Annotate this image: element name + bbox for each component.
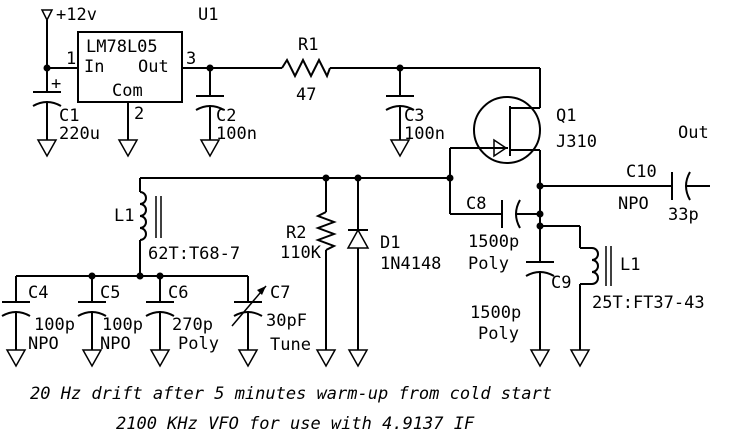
r1-resistor bbox=[210, 57, 400, 79]
ground-icon bbox=[117, 139, 139, 158]
c1-ref: C1 bbox=[59, 106, 79, 126]
ground-icon bbox=[347, 349, 369, 368]
r1-value: 47 bbox=[296, 85, 316, 105]
ground-icon bbox=[81, 349, 103, 368]
u1-part: LM78L05 bbox=[86, 37, 158, 57]
c9-type: Poly bbox=[478, 324, 519, 344]
c2-capacitor bbox=[195, 64, 225, 158]
c4-capacitor bbox=[1, 276, 31, 368]
c2-value: 100n bbox=[216, 124, 257, 144]
u1-pin3: 3 bbox=[186, 49, 196, 69]
u1-pin-out: Out bbox=[138, 57, 169, 77]
c5-ref: C5 bbox=[100, 283, 120, 303]
ground-icon bbox=[237, 349, 259, 368]
ground-icon bbox=[199, 139, 221, 158]
ground-icon bbox=[36, 139, 58, 158]
u1-pin-in: In bbox=[84, 57, 104, 77]
d1-part: 1N4148 bbox=[380, 254, 441, 274]
c10-ref: C10 bbox=[626, 162, 657, 182]
l1-tapped-inductor bbox=[569, 226, 612, 368]
c10-type: NPO bbox=[618, 194, 649, 214]
c2-ref: C2 bbox=[216, 106, 236, 126]
q1-jfet bbox=[400, 67, 541, 186]
c9-value: 1500p bbox=[470, 303, 521, 323]
c1-capacitor bbox=[32, 68, 62, 158]
q1-ref: Q1 bbox=[556, 106, 576, 126]
tank-bus bbox=[16, 272, 248, 280]
l1-tap-spec: 25T:FT37-43 bbox=[592, 293, 705, 313]
c7-ref: C7 bbox=[270, 283, 290, 303]
c10-value: 33p bbox=[668, 205, 699, 225]
c8-ref: C8 bbox=[466, 194, 486, 214]
output-label: Out bbox=[678, 123, 709, 143]
c4-ref: C4 bbox=[28, 283, 48, 303]
u1-pin2: 2 bbox=[134, 104, 144, 124]
c4-value: 100p bbox=[34, 315, 75, 335]
u1-ref: U1 bbox=[198, 5, 218, 25]
c7-value: 30pF bbox=[266, 311, 307, 331]
c4-type: NPO bbox=[28, 334, 59, 354]
c1-value: 220u bbox=[59, 124, 100, 144]
supply-label: +12v bbox=[56, 5, 97, 25]
u1-pin-com: Com bbox=[112, 81, 143, 101]
u1-pin1: 1 bbox=[66, 49, 76, 69]
c9-ref: C9 bbox=[551, 273, 571, 293]
ground-icon bbox=[315, 349, 337, 368]
c5-capacitor bbox=[77, 276, 107, 368]
ground-icon bbox=[569, 349, 591, 368]
c8-type: Poly bbox=[468, 254, 509, 274]
ground-icon bbox=[529, 349, 551, 368]
source-node bbox=[536, 186, 580, 230]
r2-ref: R2 bbox=[286, 223, 306, 243]
vfo-description: 2100 KHz VFO for use with 4.9137 IF bbox=[116, 414, 475, 434]
r2-value: 110K bbox=[280, 243, 322, 263]
ground-icon bbox=[5, 349, 27, 368]
c7-type: Tune bbox=[270, 335, 311, 355]
c3-ref: C3 bbox=[404, 106, 424, 126]
c6-value: 270p bbox=[172, 315, 213, 335]
l1-tank-ref: L1 bbox=[114, 206, 134, 226]
ground-icon bbox=[149, 349, 171, 368]
d1-ref: D1 bbox=[380, 233, 400, 253]
c6-ref: C6 bbox=[168, 283, 188, 303]
c6-capacitor bbox=[145, 276, 175, 368]
u1-regulator bbox=[77, 31, 210, 158]
c9-capacitor bbox=[525, 226, 555, 368]
c6-type: Poly bbox=[178, 334, 219, 354]
drift-note: 20 Hz drift after 5 minutes warm-up from… bbox=[30, 384, 552, 404]
gate-bus bbox=[140, 174, 454, 214]
c7-variable-capacitor bbox=[231, 276, 267, 368]
c5-value: 100p bbox=[102, 315, 143, 335]
c3-value: 100n bbox=[404, 124, 445, 144]
r2-resistor bbox=[315, 178, 337, 368]
c8-value: 1500p bbox=[468, 232, 519, 252]
c5-type: NPO bbox=[100, 334, 131, 354]
q1-part: J310 bbox=[556, 132, 597, 152]
r1-ref: R1 bbox=[298, 35, 318, 55]
l1-tank-inductor bbox=[139, 178, 162, 276]
ground-icon bbox=[389, 139, 411, 158]
c8-capacitor bbox=[450, 199, 540, 229]
l1-tap-ref: L1 bbox=[620, 255, 640, 275]
c1-polarity-mark: + bbox=[51, 74, 61, 94]
d1-diode bbox=[346, 178, 370, 368]
l1-tank-spec: 62T:T68-7 bbox=[148, 244, 240, 264]
